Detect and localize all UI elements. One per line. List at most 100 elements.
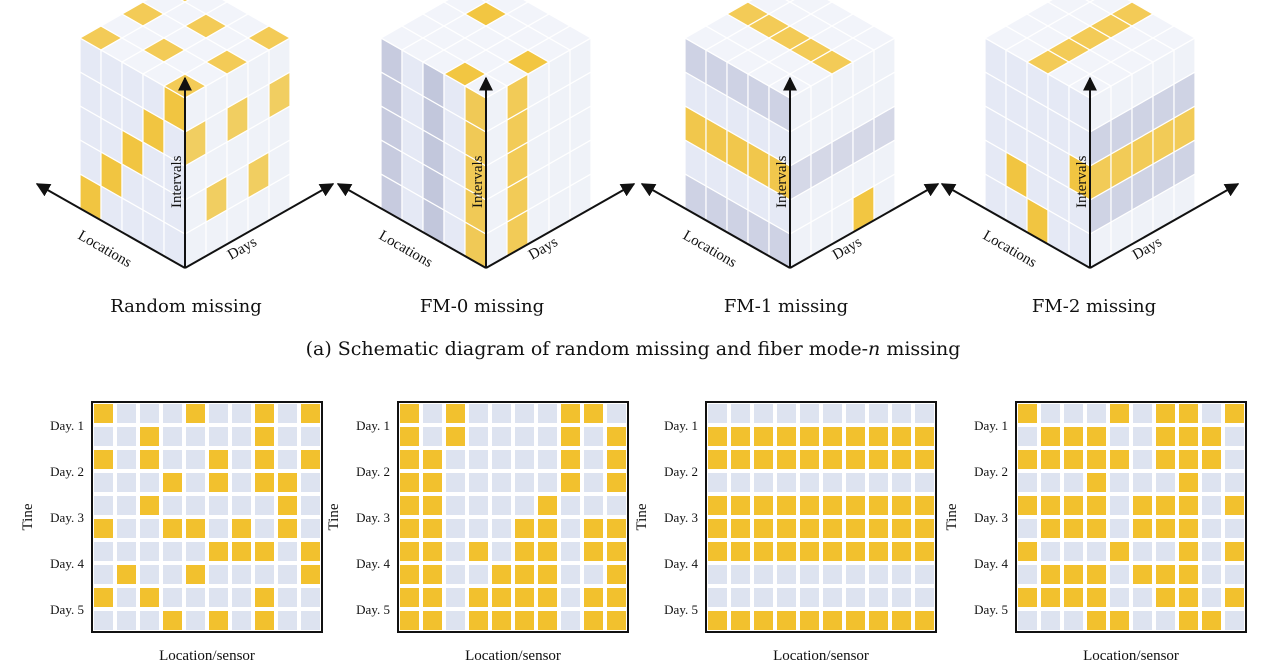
observed-cell (823, 473, 842, 492)
observed-cell (823, 588, 842, 607)
missing-cell (423, 565, 442, 584)
day-label: Day. 2 (356, 464, 390, 479)
cube-cell (547, 25, 593, 51)
observed-cell (446, 473, 465, 492)
missing-cell (777, 496, 796, 515)
observed-cell (94, 427, 113, 446)
missing-cell (94, 450, 113, 469)
observed-cell (892, 588, 911, 607)
missing-cell (1156, 496, 1175, 515)
missing-cell (1064, 565, 1083, 584)
missing-cell (607, 542, 626, 561)
missing-cell (823, 496, 842, 515)
missing-cell (446, 427, 465, 446)
missing-cell (492, 611, 511, 630)
missing-cell (731, 496, 750, 515)
missing-cell (915, 519, 934, 538)
observed-cell (209, 565, 228, 584)
observed-cell (915, 404, 934, 423)
observed-cell (1018, 611, 1037, 630)
grid-xlabel: Location/sensor (773, 648, 869, 664)
observed-cell (538, 473, 557, 492)
cube-cell (246, 25, 292, 51)
missing-cell (869, 427, 888, 446)
observed-cell (163, 565, 182, 584)
observed-cell (561, 611, 580, 630)
missing-cell (469, 611, 488, 630)
observed-cell (492, 496, 511, 515)
missing-cell (869, 611, 888, 630)
cube-title-fm0: FM-0 missing (419, 296, 545, 317)
observed-cell (255, 496, 274, 515)
missing-cell (301, 404, 320, 423)
missing-cell (400, 404, 419, 423)
missing-cell (232, 542, 251, 561)
missing-cell (915, 611, 934, 630)
observed-cell (117, 588, 136, 607)
grid-frame (91, 401, 323, 633)
axis-locations-arrow (336, 183, 487, 269)
observed-cell (538, 450, 557, 469)
missing-cell (754, 496, 773, 515)
missing-cell (561, 473, 580, 492)
missing-cell (255, 427, 274, 446)
missing-cell (400, 473, 419, 492)
observed-cell (117, 611, 136, 630)
observed-cell (94, 611, 113, 630)
missing-cell (561, 427, 580, 446)
observed-cell (1202, 542, 1221, 561)
observed-cell (94, 565, 113, 584)
observed-cell (278, 427, 297, 446)
missing-cell (232, 519, 251, 538)
missing-cell (607, 565, 626, 584)
missing-cell (423, 542, 442, 561)
cube-cell (1151, 25, 1197, 51)
missing-cell (1133, 565, 1152, 584)
missing-cell (1179, 565, 1198, 584)
missing-cell (163, 473, 182, 492)
day-label: Day. 2 (664, 464, 698, 479)
missing-cell (915, 542, 934, 561)
observed-cell (1064, 611, 1083, 630)
observed-cell (1202, 519, 1221, 538)
missing-cell (754, 542, 773, 561)
missing-cell (1087, 519, 1106, 538)
missing-cell (1202, 450, 1221, 469)
missing-cell (1018, 450, 1037, 469)
missing-cell (1225, 404, 1244, 423)
missing-cell (846, 542, 865, 561)
observed-cell (163, 588, 182, 607)
missing-cell (400, 588, 419, 607)
observed-cell (94, 496, 113, 515)
observed-cell (1133, 611, 1152, 630)
axis-days-arrow (1089, 183, 1240, 269)
cube-title-random: Random missing (110, 296, 262, 317)
missing-cell (1133, 496, 1152, 515)
axis-locations-arrow (640, 183, 791, 269)
day-label: Day. 4 (356, 556, 390, 571)
observed-cell (1133, 542, 1152, 561)
observed-cell (1133, 450, 1152, 469)
missing-cell (708, 450, 727, 469)
missing-cell (1041, 565, 1060, 584)
observed-cell (777, 404, 796, 423)
missing-cell (515, 565, 534, 584)
missing-cell (1110, 450, 1129, 469)
missing-cell (1202, 611, 1221, 630)
missing-cell (1041, 450, 1060, 469)
observed-cell (301, 473, 320, 492)
missing-cell (1064, 519, 1083, 538)
missing-cell (469, 542, 488, 561)
observed-cell (1041, 542, 1060, 561)
day-label: Day. 5 (50, 602, 84, 617)
observed-cell (1225, 473, 1244, 492)
missing-cell (846, 496, 865, 515)
observed-cell (1202, 496, 1221, 515)
missing-cell (846, 519, 865, 538)
observed-cell (1225, 427, 1244, 446)
observed-cell (446, 565, 465, 584)
missing-cell (400, 427, 419, 446)
